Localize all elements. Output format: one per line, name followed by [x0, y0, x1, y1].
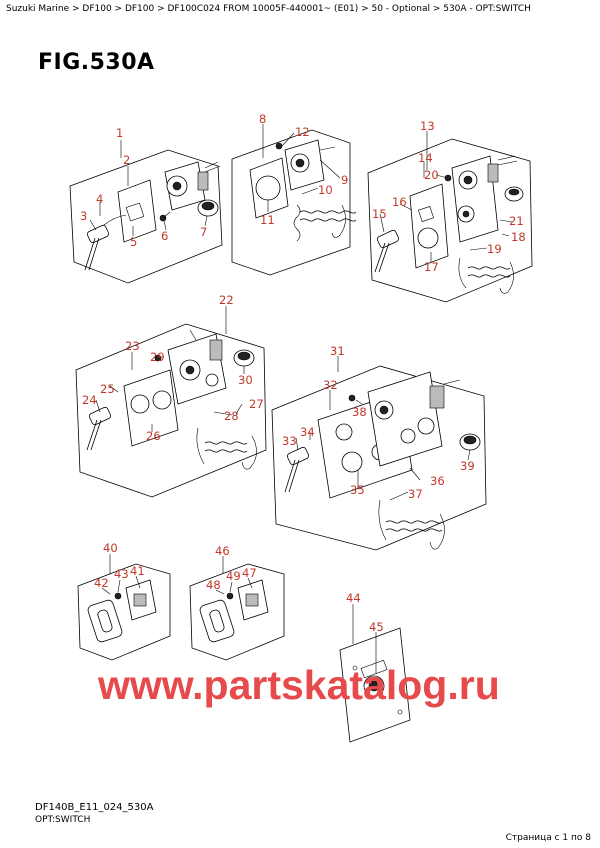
watermark: www.partskatalog.ru	[98, 662, 500, 708]
callout-3: 3	[80, 209, 87, 223]
lanyard-coil-icon	[378, 499, 445, 550]
callout-39: 39	[460, 459, 475, 473]
callout-45: 45	[369, 620, 384, 634]
callout-15: 15	[372, 207, 387, 221]
callout-30: 30	[238, 373, 253, 387]
callout-38: 38	[352, 405, 367, 419]
callout-34: 34	[300, 425, 315, 439]
key-icon	[84, 214, 127, 271]
callout-16: 16	[392, 195, 407, 209]
page-info: Страница с 1 по 8	[505, 833, 591, 843]
callout-4: 4	[96, 192, 103, 206]
group-switch-panel-a	[69, 149, 223, 284]
callout-41: 41	[130, 564, 145, 578]
leader-lines	[89, 124, 513, 674]
group-switch-g	[189, 563, 285, 661]
figure-title: FIG.530A	[38, 50, 155, 75]
callout-27: 27	[249, 397, 264, 411]
callout-44: 44	[346, 591, 361, 605]
switch-body	[167, 333, 227, 405]
callout-46: 46	[215, 544, 230, 558]
callout-29: 29	[150, 350, 165, 364]
callout-labels: 1 2 3 4 5 6 7 8 9 10 11 12 13 14 15 16 1…	[80, 112, 526, 634]
dual-switch-body	[451, 155, 518, 243]
callout-20: 20	[424, 168, 439, 182]
callout-11: 11	[260, 213, 275, 227]
group-stop-switch-b	[231, 129, 357, 276]
switch-body	[367, 371, 461, 467]
callout-21: 21	[509, 214, 524, 228]
callout-40: 40	[103, 541, 118, 555]
callout-8: 8	[259, 112, 266, 126]
key-icon	[374, 229, 400, 273]
callout-48: 48	[206, 578, 221, 592]
callout-23: 23	[125, 339, 140, 353]
callout-10: 10	[318, 183, 333, 197]
callout-7: 7	[200, 225, 207, 239]
key-icon	[284, 446, 310, 493]
callout-5: 5	[130, 235, 137, 249]
lanyard-coil-icon	[293, 204, 357, 242]
callout-47: 47	[242, 566, 257, 580]
callout-26: 26	[146, 429, 161, 443]
drawing-code: DF140B_E11_024_530A	[35, 802, 154, 813]
callout-31: 31	[330, 344, 345, 358]
callout-43: 43	[114, 567, 129, 581]
group-dual-switch-c	[367, 138, 533, 303]
group-switch-plate-h	[339, 627, 411, 743]
callout-49: 49	[226, 569, 241, 583]
callout-36: 36	[430, 474, 445, 488]
callout-19: 19	[487, 242, 502, 256]
callout-25: 25	[100, 382, 115, 396]
callout-13: 13	[420, 119, 435, 133]
key-switch-body	[164, 161, 221, 211]
key-icon	[86, 406, 112, 451]
callout-14: 14	[418, 151, 433, 165]
callout-35: 35	[350, 483, 365, 497]
callout-12: 12	[295, 125, 310, 139]
callout-2: 2	[123, 153, 130, 167]
callout-22: 22	[219, 293, 234, 307]
caption: OPT:SWITCH	[35, 815, 91, 825]
group-switch-panel-d	[75, 323, 267, 498]
callout-17: 17	[424, 260, 439, 274]
breadcrumb: Suzuki Marine > DF100 > DF100 > DF100C02…	[6, 4, 531, 14]
callout-9: 9	[341, 173, 348, 187]
group-switch-panel-e	[271, 365, 487, 551]
callout-24: 24	[82, 393, 97, 407]
callout-18: 18	[511, 230, 526, 244]
group-switch-f	[77, 563, 171, 661]
callout-6: 6	[161, 229, 168, 243]
callout-28: 28	[224, 409, 239, 423]
stop-switch-body	[284, 139, 336, 191]
callout-42: 42	[94, 576, 109, 590]
callout-37: 37	[408, 487, 423, 501]
callout-1: 1	[116, 126, 123, 140]
callout-33: 33	[282, 434, 297, 448]
callout-32: 32	[323, 378, 338, 392]
lanyard-coil-icon	[196, 427, 257, 470]
lanyard-coil-icon	[458, 257, 514, 294]
